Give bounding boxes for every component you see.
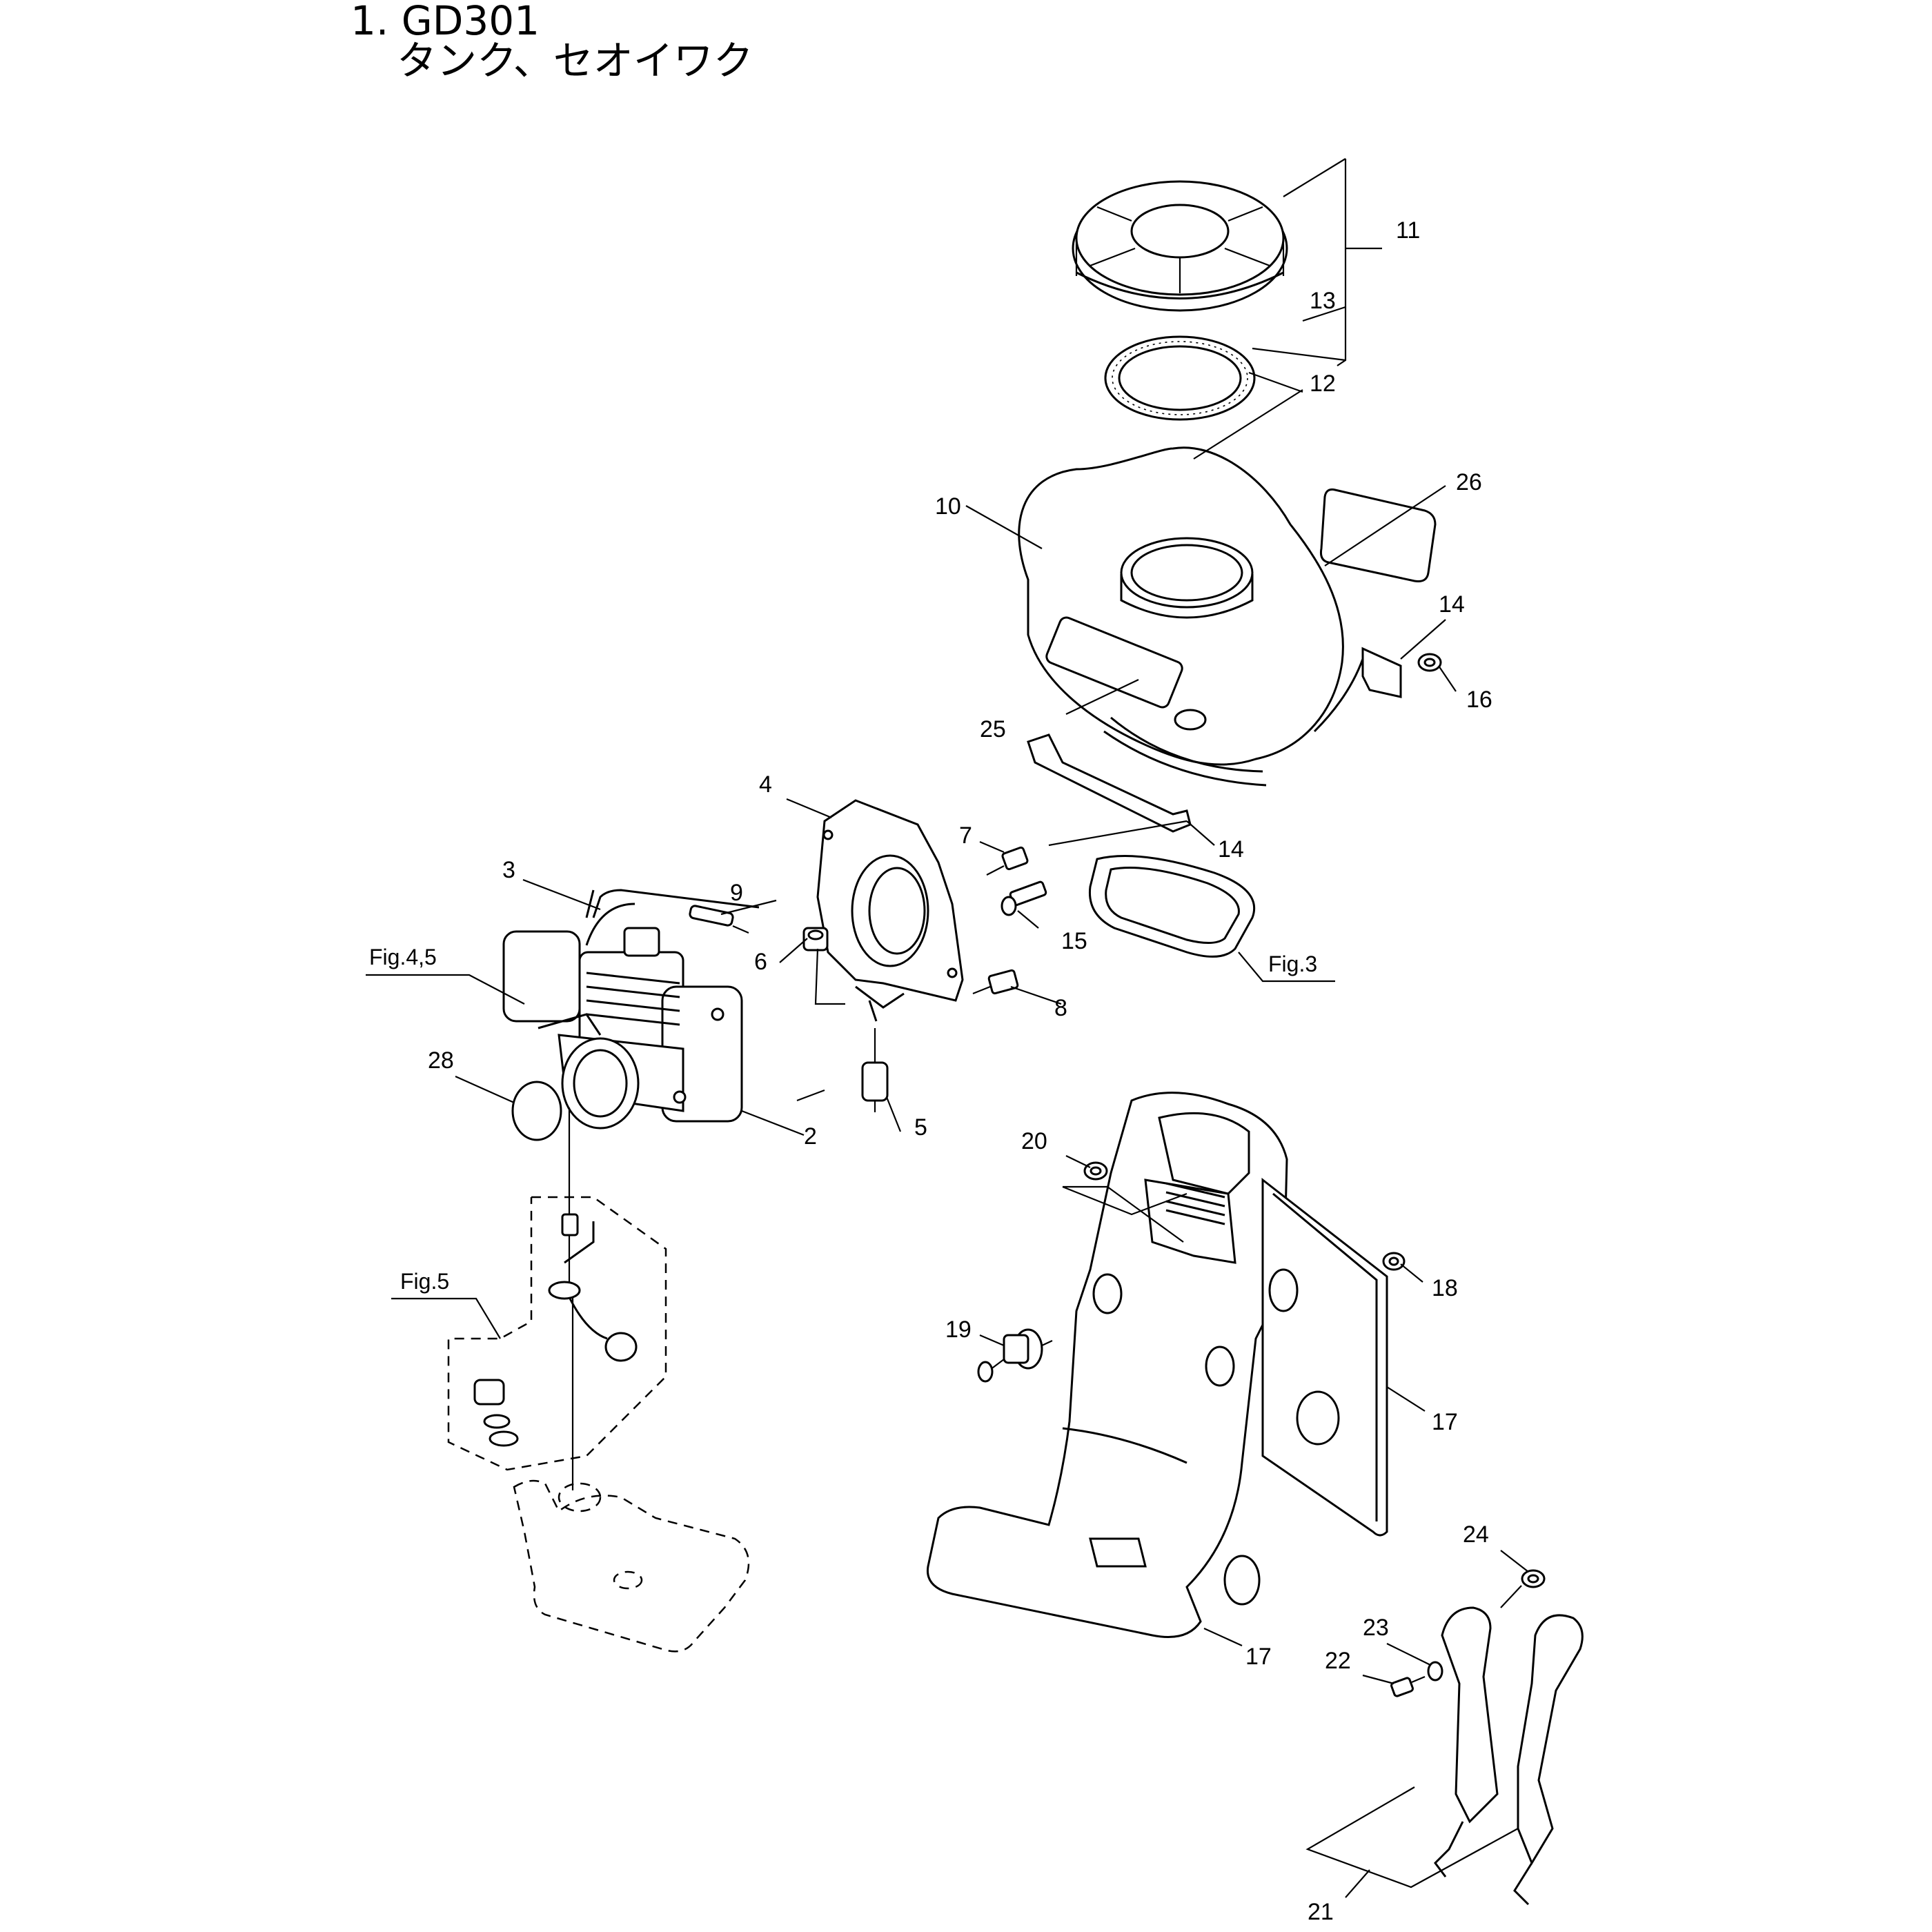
- label-plate-part: [1320, 489, 1437, 582]
- callout-18: 17: [1432, 1409, 1458, 1435]
- callout-24: 23: [1363, 1615, 1389, 1641]
- callout-6: 6: [754, 949, 767, 975]
- gasket-ring-part: [1104, 335, 1256, 421]
- callout-22: 21: [1308, 1899, 1334, 1925]
- nut-part-16: [1417, 653, 1442, 672]
- holder-bracket-upper: [1313, 647, 1402, 733]
- tank-body-part: [1018, 446, 1344, 787]
- callout-13: 13: [1310, 288, 1336, 314]
- callout-23: 22: [1325, 1648, 1351, 1674]
- callout-3: 3: [502, 857, 515, 883]
- callout-12: 12: [1310, 371, 1336, 397]
- nut-part-21: [1083, 1161, 1108, 1181]
- callout-20: 19: [945, 1317, 972, 1343]
- primer-part: [548, 1107, 638, 1490]
- callout-19: 18: [1432, 1275, 1458, 1301]
- fuel-filter-part: [861, 1028, 889, 1112]
- bolt-part-7: [986, 846, 1029, 876]
- fan-housing-part: [816, 799, 964, 1022]
- leader-26: [1065, 679, 1139, 715]
- callout-5: 5: [914, 1114, 927, 1141]
- fuel-tank-outline: [513, 1479, 750, 1653]
- callout-16: 16: [1466, 687, 1492, 713]
- bolt-part-15: [1000, 880, 1047, 916]
- fig45-reference: Fig.4,5: [369, 945, 437, 969]
- callout-27: 26: [1456, 469, 1482, 495]
- callout-4: 4: [759, 771, 772, 798]
- leader-lines: [366, 306, 1529, 1898]
- nut-part-6: [802, 927, 829, 952]
- fig3-gasket-part: [1088, 855, 1256, 958]
- callout-28: 28: [428, 1047, 454, 1074]
- nut-part-19: [1382, 1252, 1406, 1271]
- fig5-boundary: [447, 1196, 667, 1471]
- holder-bracket-lower: [1027, 733, 1192, 833]
- bolt-part-23: [1390, 1675, 1426, 1697]
- back-pad-part: [1261, 1177, 1388, 1537]
- fig3-reference: Fig.3: [1268, 952, 1317, 976]
- nut-part-25: [1521, 1569, 1546, 1588]
- callout-7: 7: [959, 822, 972, 849]
- fig5-reference: Fig.5: [400, 1269, 449, 1294]
- callout-15: 15: [1061, 928, 1087, 954]
- callout-9: 9: [730, 880, 743, 906]
- callout-2: 2: [804, 1123, 817, 1150]
- callout-8: 8: [1054, 995, 1067, 1021]
- fuel-cap-part: [473, 1379, 519, 1447]
- callout-26: 25: [980, 716, 1006, 742]
- callout-25: 24: [1463, 1521, 1489, 1548]
- callout-14-lower: 14: [1218, 836, 1244, 862]
- shock-mount-part: [977, 1328, 1053, 1383]
- fuel-hose-part: [585, 889, 760, 934]
- bolt-part-8: [972, 969, 1019, 995]
- shoulder-strap-part: [1434, 1606, 1584, 1906]
- air-filter-pad-part: [511, 1081, 562, 1141]
- callout-21: 20: [1021, 1128, 1047, 1154]
- callout-11: 11: [1396, 217, 1420, 244]
- engine-part: [502, 903, 743, 1130]
- tank-cap-part: [1072, 180, 1288, 312]
- diagram-subtitle: タンク、セオイワク: [397, 37, 753, 84]
- callout-10: 10: [935, 493, 961, 520]
- washer-part-24: [1427, 1661, 1443, 1682]
- callout-14-upper: 14: [1439, 591, 1465, 618]
- diagram-title: 1. GD301: [351, 0, 540, 44]
- backpack-frame-part: [926, 1092, 1288, 1638]
- callout-17: 17: [1245, 1644, 1272, 1670]
